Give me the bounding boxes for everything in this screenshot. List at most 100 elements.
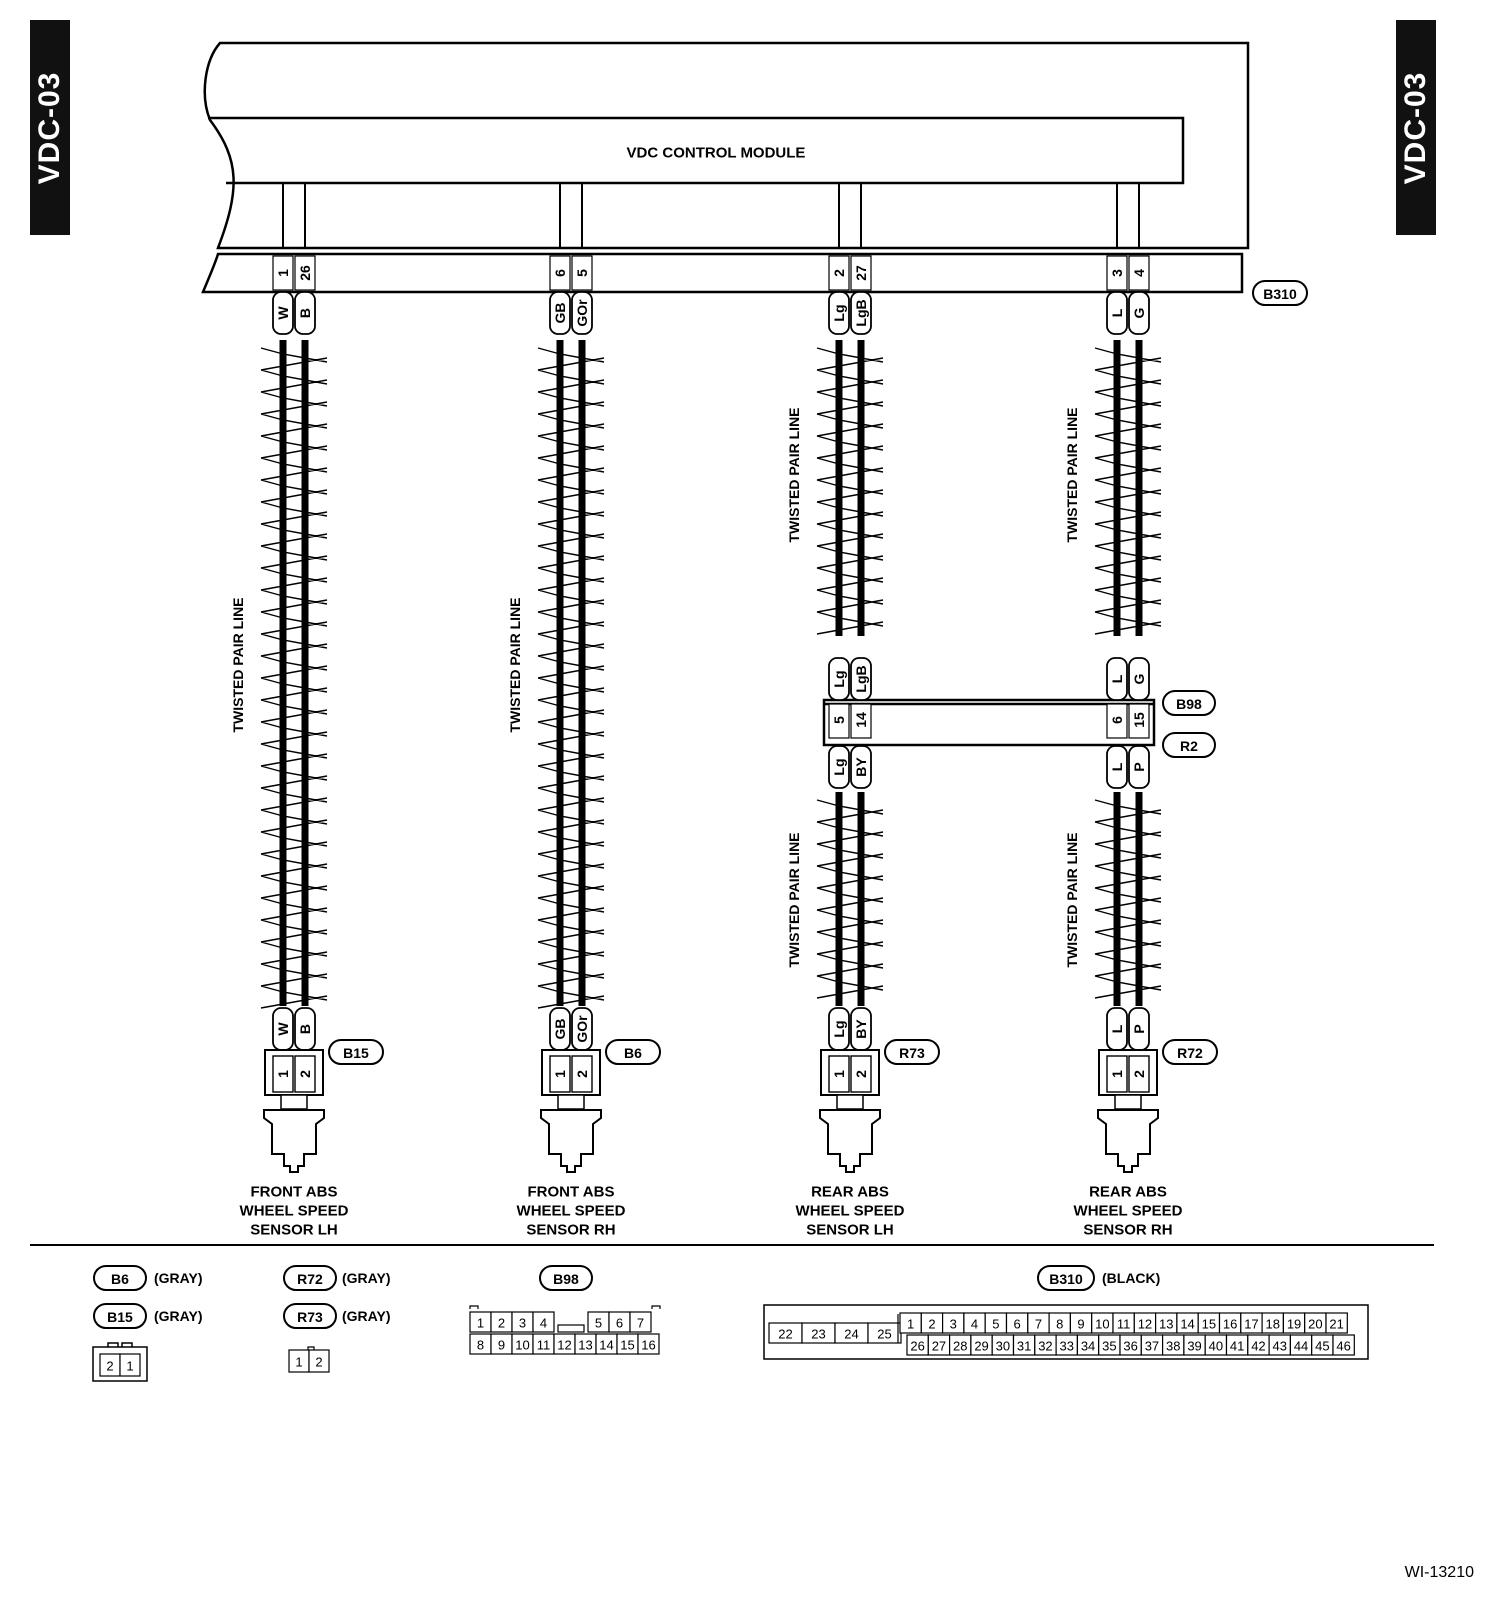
legend-b310-bottom-pin-label: 42	[1251, 1339, 1265, 1354]
legend-b310-bottom-pin-label: 40	[1209, 1339, 1223, 1354]
legend-b310-top-pin-label: 10	[1095, 1317, 1109, 1332]
rear-lh-module-pin-b: 27	[853, 265, 869, 281]
front-lh-module-pin-a: 1	[275, 269, 291, 277]
legend-b310-top-pin-label: 5	[992, 1317, 999, 1332]
legend-gray-left-face-frame	[92, 1346, 148, 1382]
front-rh-sensor-body	[540, 1109, 602, 1173]
legend-r72-label: R72	[297, 1271, 323, 1287]
front-rh-twist	[537, 347, 605, 1009]
front-rh-wire-code-b-bottom: GOr	[574, 1015, 590, 1043]
front-lh-sensor-pin-a: 1	[275, 1070, 291, 1078]
legend-b98-bottom-pin-label: 10	[515, 1338, 529, 1353]
rear-lh-wire-code-a-mid: Lg	[831, 670, 847, 687]
rear-rh-wire-code-a-top-pill	[1106, 291, 1128, 335]
rear-lh-sensor-pin-cell-b	[850, 1055, 872, 1093]
rear-rh-sensor-connector-tag-label: R72	[1177, 1045, 1203, 1061]
rear-rh-module-pin-b: 4	[1131, 269, 1147, 277]
b310-strip	[201, 252, 1244, 294]
legend-b98-top-pin-label: 3	[519, 1316, 526, 1331]
rear-rh-sensor-pin-cell-a	[1106, 1055, 1128, 1093]
legend-r73-oval	[283, 1303, 337, 1329]
legend-b98-top-pin-label: 4	[540, 1316, 547, 1331]
rear-lh-pin-cell-a	[828, 255, 850, 291]
rear-lh-wire-code-a-bottom: Lg	[831, 1020, 847, 1037]
legend-b98-top-pin-label: 2	[498, 1316, 505, 1331]
legend-b310-bottom-pin-label: 32	[1038, 1339, 1052, 1354]
rear-rh-wire-code-a-mid: L	[1109, 674, 1125, 683]
front-rh-sensor-neck	[557, 1094, 585, 1110]
front-rh-sensor-pin-cell-b	[571, 1055, 593, 1093]
legend-b310-bottom-pin-label: 37	[1145, 1339, 1159, 1354]
rear-rh-wire-code-a-low-pill	[1106, 745, 1128, 789]
module-connector-tag-oval	[1252, 280, 1308, 306]
front-lh-sensor-pin-b: 2	[297, 1070, 313, 1078]
legend-b98-bottom-pin-label: 8	[477, 1338, 484, 1353]
front-lh-sensor-neck	[280, 1094, 308, 1110]
rear-rh-wire-code-a-mid-pill	[1106, 657, 1128, 701]
legend-b310-frame	[763, 1304, 1369, 1360]
legend-gray-right-face-latch	[307, 1346, 315, 1350]
legend-b310-top-pin-label: 15	[1202, 1317, 1216, 1332]
front-lh-sensor-pin-cell-a	[272, 1055, 294, 1093]
front-rh-twisted-label: TWISTED PAIR LINE	[507, 597, 523, 732]
legend-b310-bottom-cell	[1332, 1334, 1355, 1356]
legend-b310-top-pin-label: 1	[907, 1317, 914, 1332]
rear-lh-upper-twist	[816, 347, 884, 635]
legend-r73-label: R73	[297, 1309, 323, 1325]
front-rh-sensor-connector-tag-oval	[605, 1039, 661, 1065]
legend-b98-top-pin-label: 1	[477, 1316, 484, 1331]
legend-b310-top-pin-label: 19	[1287, 1317, 1301, 1332]
legend-b310-bottom-pin-label: 35	[1102, 1339, 1116, 1354]
legend-b310-left-pin-label: 25	[877, 1327, 891, 1342]
module-connector-tag-label: B310	[1263, 286, 1297, 302]
rear-rh-sensor-name-0: REAR ABS	[1089, 1184, 1167, 1201]
legend-b98-bottom-pin-label: 14	[599, 1338, 613, 1353]
legend-b98-top-key	[557, 1324, 585, 1333]
front-rh-sensor-name-0: FRONT ABS	[528, 1184, 615, 1201]
legend-b98-top-pin-label: 7	[637, 1316, 644, 1331]
legend-r73-color: (GRAY)	[342, 1308, 391, 1324]
legend-b15-label: B15	[107, 1309, 133, 1325]
rear-lh-sensor-pin-a: 1	[831, 1070, 847, 1078]
rear-rh-joint-pin-a: 6	[1109, 716, 1125, 724]
legend-b310-bottom-pin-label: 36	[1123, 1339, 1137, 1354]
rear-lh-sensor-connector-tag-oval	[884, 1039, 940, 1065]
rear-lh-twisted-label-lower: TWISTED PAIR LINE	[786, 832, 802, 967]
front-lh-wire-code-b-bottom: B	[297, 1024, 313, 1034]
legend-b310-top-pin-label: 7	[1035, 1317, 1042, 1332]
rear-rh-sensor-neck	[1114, 1094, 1142, 1110]
legend-gray-right-face-cell	[308, 1349, 330, 1373]
front-lh-sensor-name-1: WHEEL SPEED	[240, 1203, 349, 1220]
rear-lh-wire-code-a-low: Lg	[831, 758, 847, 775]
front-rh-sensor-name-2: SENSOR RH	[526, 1222, 615, 1239]
rear-lh-wire-code-a-top: Lg	[831, 304, 847, 321]
rear-rh-sensor-pin-a: 1	[1109, 1070, 1125, 1078]
front-rh-wire-code-a-top-pill	[549, 291, 571, 335]
rear-rh-sensor-connector-tag-oval	[1162, 1039, 1218, 1065]
rear-lh-sensor-name-2: SENSOR LH	[806, 1222, 894, 1239]
legend-b98-bottom-cell	[637, 1333, 660, 1355]
rear-lh-twisted-label-upper: TWISTED PAIR LINE	[786, 407, 802, 542]
rear-lh-joint-cell-a	[828, 703, 850, 739]
front-rh-pin-cell-a	[549, 255, 571, 291]
rear-rh-sensor-pin-b: 2	[1131, 1070, 1147, 1078]
rear-rh-lower-twist	[1094, 799, 1162, 999]
legend-b310-top-pin-label: 16	[1223, 1317, 1237, 1332]
front-lh-sensor-pin-cell-b	[294, 1055, 316, 1093]
rear-lh-pin-cell-b	[850, 255, 872, 291]
rear-rh-joint-cell-a	[1106, 703, 1128, 739]
legend-b98-top-pin-label: 5	[595, 1316, 602, 1331]
legend-b310-bottom-pin-label: 38	[1166, 1339, 1180, 1354]
rear-rh-upper-twist	[1094, 347, 1162, 635]
rear-lh-sensor-neck	[836, 1094, 864, 1110]
legend-b310-bottom-pin-label: 26	[910, 1339, 924, 1354]
rear-rh-sensor-body	[1097, 1109, 1159, 1173]
front-rh-pin-cell-b	[571, 255, 593, 291]
legend-b310-top-pin-label: 13	[1159, 1317, 1173, 1332]
legend-b98-oval	[539, 1265, 593, 1291]
legend-b310-top-pin-label: 11	[1117, 1317, 1131, 1332]
rear-rh-wire-code-a-bottom: L	[1109, 1024, 1125, 1033]
joint-connector-tag-r2-oval	[1162, 732, 1216, 758]
page-tag-left: VDC-03	[30, 20, 70, 235]
